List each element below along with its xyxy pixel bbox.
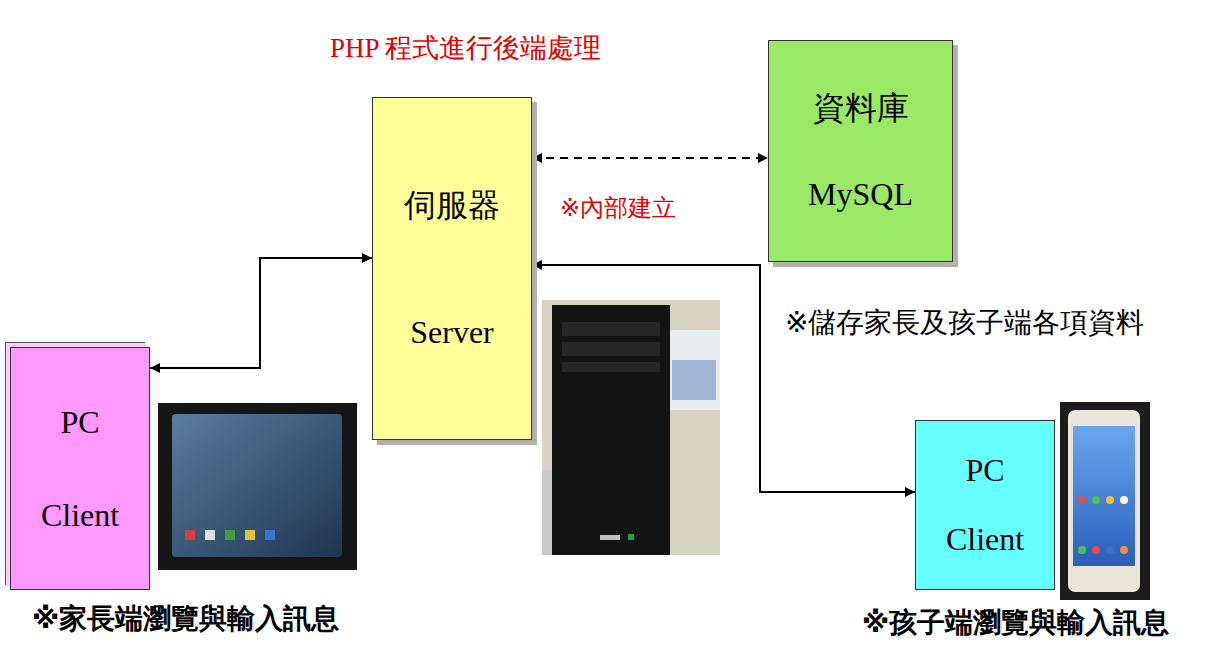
box-text: 伺服器 — [404, 186, 500, 224]
note-label: ※內部建立 — [560, 194, 676, 223]
server-box: 伺服器 Server — [372, 97, 532, 440]
note-label: ※孩子端瀏覽與輸入訊息 — [862, 606, 1169, 640]
database-box: 資料庫 MySQL — [768, 40, 953, 262]
note-label: ※儲存家長及孩子端各項資料 — [785, 306, 1144, 340]
server-photo — [542, 300, 720, 555]
phone-photo — [1060, 402, 1150, 600]
box-text: MySQL — [808, 175, 913, 213]
tablet-photo — [158, 403, 357, 570]
connector-arrow — [532, 265, 915, 492]
connector-arrow — [150, 258, 372, 368]
client-box: PC Client — [10, 347, 150, 590]
box-text: Server — [410, 313, 494, 351]
box-text: 資料庫 — [813, 89, 909, 127]
client-box: PC Client — [915, 420, 1055, 590]
dashed-connector — [532, 157, 768, 159]
box-text: Client — [946, 520, 1024, 558]
box-text: Client — [41, 496, 119, 534]
box-text: PC — [60, 403, 99, 441]
box-text: PC — [965, 451, 1004, 489]
note-label: PHP 程式進行後端處理 — [330, 32, 601, 64]
note-label: ※家長端瀏覽與輸入訊息 — [32, 602, 339, 636]
